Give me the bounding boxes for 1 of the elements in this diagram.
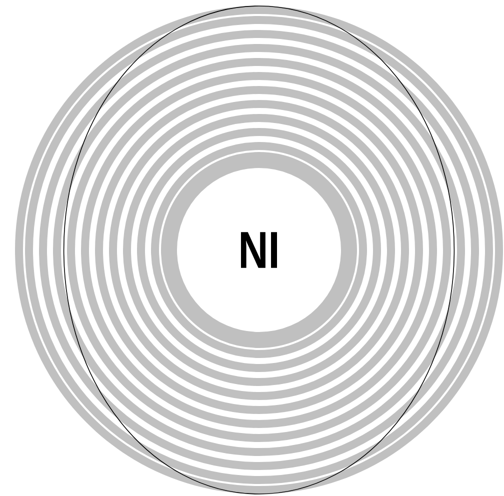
ring-disc: NI xyxy=(15,6,503,494)
